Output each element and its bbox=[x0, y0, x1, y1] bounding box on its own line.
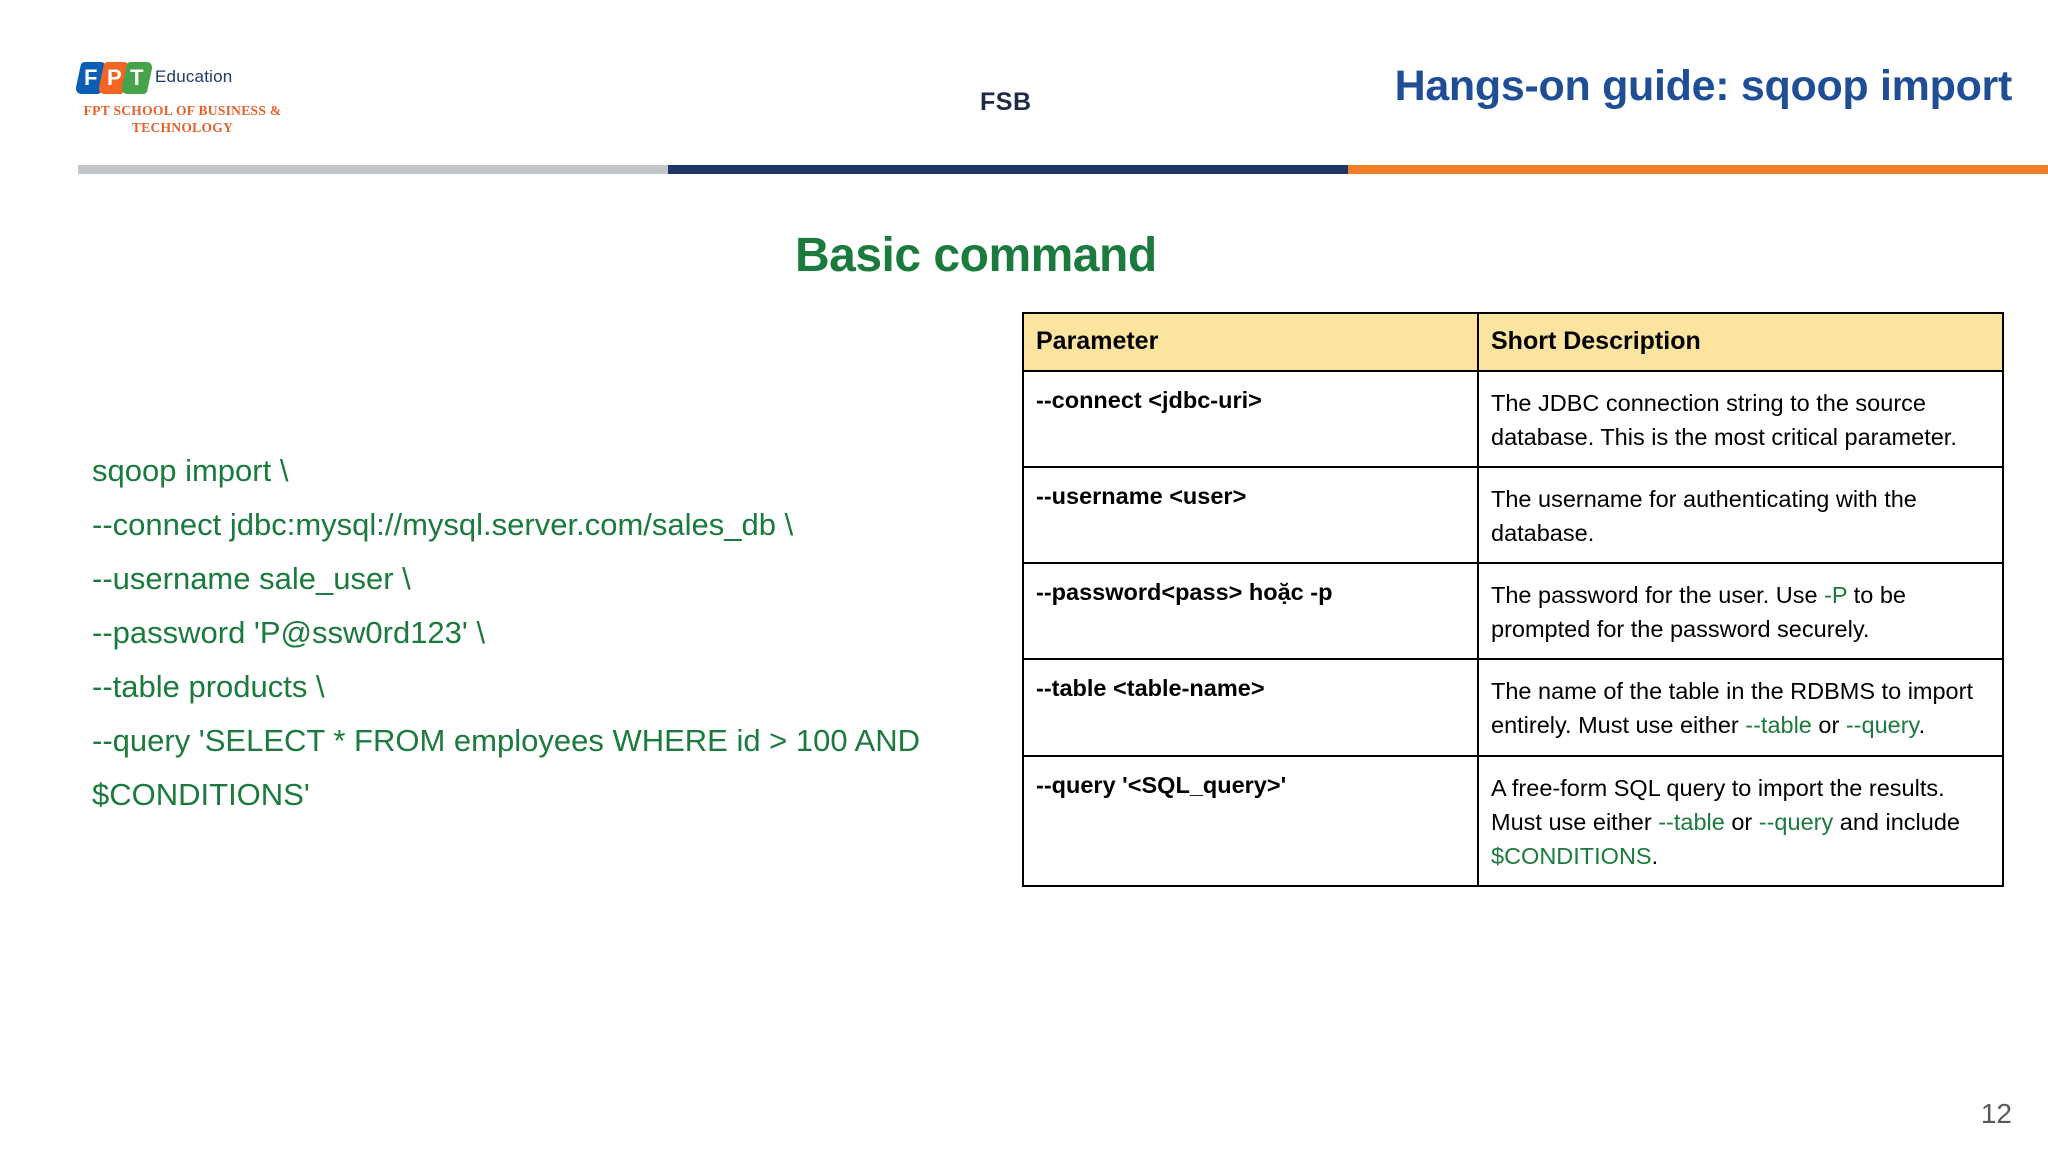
description-text: . bbox=[1918, 712, 1926, 739]
section-title: Basic command bbox=[795, 229, 1157, 282]
description-text: . bbox=[1651, 842, 1659, 869]
logo-row: F P T Education bbox=[74, 60, 298, 94]
description-highlight: --query bbox=[1845, 712, 1919, 739]
page-title: Hangs-on guide: sqoop import bbox=[1394, 62, 2013, 110]
column-header-short-description: Short Description bbox=[1477, 312, 2004, 372]
fpt-letter-t-icon: T bbox=[120, 62, 154, 94]
description-text: The JDBC connection string to the source… bbox=[1491, 390, 1957, 451]
description-highlight: --query bbox=[1758, 808, 1834, 835]
table-body: --connect <jdbc-uri>The JDBC connection … bbox=[1022, 369, 2004, 887]
description-text: The username for authenticating with the… bbox=[1491, 486, 1917, 547]
description-text: to be prompted for the password securely… bbox=[1491, 582, 1906, 643]
code-line: --connect jdbc:mysql://mysql.server.com/… bbox=[92, 507, 794, 542]
table-row: --table <table-name>The name of the tabl… bbox=[1022, 658, 2004, 757]
cell-description: A free-form SQL query to import the resu… bbox=[1477, 754, 2004, 887]
table-header-row: Parameter Short Description bbox=[1022, 312, 2004, 372]
fpt-logo: F P T Education FPT SCHOOL OF BUSINESS &… bbox=[74, 60, 298, 137]
description-highlight: -P bbox=[1824, 582, 1848, 609]
cell-parameter: --connect <jdbc-uri> bbox=[1022, 369, 1479, 469]
header-rule-navy bbox=[668, 165, 1348, 174]
cell-description: The JDBC connection string to the source… bbox=[1477, 369, 2004, 469]
cell-description: The password for the user. Use -P to be … bbox=[1477, 562, 2004, 661]
code-line: --username sale_user \ bbox=[92, 561, 411, 596]
fsb-label: FSB bbox=[980, 88, 1032, 116]
code-line: --table products \ bbox=[92, 669, 325, 704]
description-text: A free-form SQL query to import the resu… bbox=[1491, 774, 1945, 835]
cell-description: The name of the table in the RDBMS to im… bbox=[1477, 658, 2004, 757]
description-text: or bbox=[1724, 808, 1759, 835]
cell-parameter: --table <table-name> bbox=[1022, 658, 1479, 757]
description-highlight: $CONDITIONS bbox=[1491, 842, 1652, 869]
header-rule-orange bbox=[1348, 165, 2048, 174]
page-number: 12 bbox=[1980, 1098, 2012, 1129]
cell-description: The username for authenticating with the… bbox=[1477, 466, 2004, 565]
code-line: sqoop import \ bbox=[92, 453, 289, 488]
code-line: --password 'P@ssw0rd123' \ bbox=[92, 615, 486, 650]
cell-parameter: --username <user> bbox=[1022, 466, 1479, 565]
fpt-education-label: Education bbox=[155, 67, 233, 86]
code-line: --query 'SELECT * FROM employees WHERE i… bbox=[92, 723, 929, 812]
description-highlight: --table bbox=[1745, 712, 1812, 739]
description-text: The name of the table in the RDBMS to im… bbox=[1491, 678, 1973, 739]
fpt-school-name: FPT SCHOOL OF BUSINESS & TECHNOLOGY bbox=[83, 103, 282, 135]
fpt-letter-f-text: F bbox=[84, 65, 98, 90]
table-row: --username <user>The username for authen… bbox=[1022, 466, 2004, 565]
parameter-table: Parameter Short Description --connect <j… bbox=[1022, 312, 2004, 887]
description-text: or bbox=[1811, 712, 1846, 739]
table-row: --connect <jdbc-uri>The JDBC connection … bbox=[1022, 369, 2004, 469]
table-header: Parameter Short Description bbox=[1022, 312, 2004, 372]
cell-parameter: --password<pass> hoặc -p bbox=[1022, 562, 1479, 661]
sqoop-command-code-block: sqoop import \ --connect jdbc:mysql://mys… bbox=[92, 444, 1012, 822]
fpt-letter-p-text: P bbox=[106, 65, 122, 90]
description-text: and include bbox=[1833, 808, 1960, 835]
description-text: The password for the user. Use bbox=[1491, 582, 1825, 609]
header-rule-gray bbox=[78, 165, 668, 174]
description-highlight: --table bbox=[1658, 808, 1725, 835]
cell-parameter: --query '<SQL_query>' bbox=[1022, 754, 1479, 887]
column-header-parameter: Parameter bbox=[1022, 312, 1479, 372]
fpt-logo-mark: F P T bbox=[74, 60, 154, 94]
fpt-letter-t-text: T bbox=[130, 65, 144, 90]
table-row: --query '<SQL_query>'A free-form SQL que… bbox=[1022, 754, 2004, 887]
